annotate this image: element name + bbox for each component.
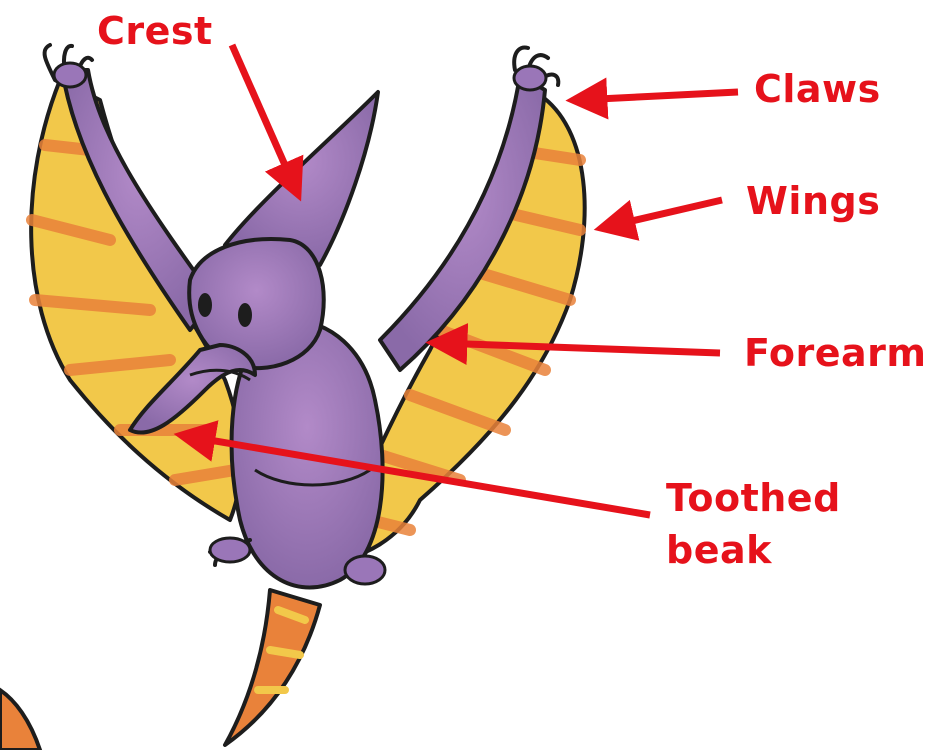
- crest-arrow: [232, 45, 296, 190]
- crest-label: Crest: [97, 8, 213, 54]
- partial-creature-wing: [0, 690, 40, 750]
- claws-label: Claws: [754, 66, 881, 112]
- forearm-label: Forearm: [744, 330, 927, 376]
- right-eye: [238, 303, 252, 327]
- left-eye: [198, 293, 212, 317]
- claws-arrow: [578, 92, 738, 100]
- wings-label: Wings: [746, 178, 880, 224]
- wings-arrow: [606, 200, 722, 227]
- toothed-beak-label-line2: beak: [666, 527, 772, 573]
- tail-fin: [225, 590, 320, 745]
- toothed-beak-label-line1: Toothed: [666, 475, 841, 521]
